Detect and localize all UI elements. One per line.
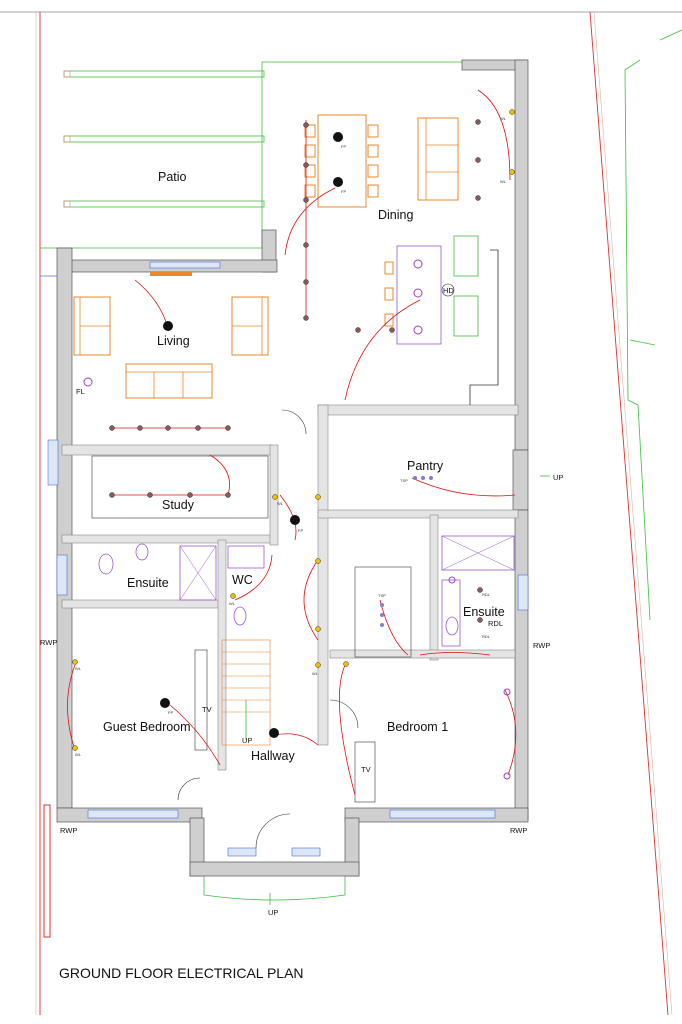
rdl-label-small-1: RDL bbox=[482, 592, 491, 597]
kitchen-island bbox=[384, 235, 499, 405]
dining-sofa bbox=[417, 117, 459, 201]
rwp-label-bottom-left: RWP bbox=[60, 826, 77, 835]
room-label-guest-bedroom: Guest Bedroom bbox=[103, 720, 191, 734]
room-label-hallway: Hallway bbox=[251, 749, 296, 763]
ensuite-left-fixtures bbox=[98, 543, 217, 601]
windows bbox=[47, 261, 529, 857]
staircase bbox=[221, 639, 271, 746]
bedroom1-tv-unit bbox=[354, 741, 376, 803]
fp-label-dining-1: FP bbox=[341, 144, 346, 149]
plan-title: GROUND FLOOR ELECTRICAL PLAN bbox=[59, 965, 304, 981]
bedroom1-wardrobe bbox=[354, 566, 412, 658]
doors bbox=[177, 409, 359, 849]
fl-label: FL bbox=[76, 387, 85, 396]
pantry-up-label: UP bbox=[553, 473, 563, 482]
wl-label-dining-2: WL bbox=[500, 179, 507, 184]
wc-fixtures bbox=[227, 545, 265, 626]
room-label-ensuite-left: Ensuite bbox=[127, 576, 169, 590]
light-points bbox=[109, 119, 483, 627]
fp-label-guest: FP bbox=[168, 710, 173, 715]
room-label-living: Living bbox=[157, 334, 190, 348]
fp-label-dining-2: FP bbox=[341, 189, 346, 194]
electrical-wiring bbox=[67, 89, 517, 796]
ensuite-right-fixtures bbox=[441, 535, 515, 647]
ceiling-fan-icons bbox=[160, 132, 343, 738]
hd-label: HD bbox=[443, 286, 454, 295]
rwp-label-left: RWP bbox=[40, 638, 57, 647]
rwp-label-right: RWP bbox=[533, 641, 550, 650]
site-boundary bbox=[35, 11, 673, 1016]
rwp-label-bottom-right: RWP bbox=[510, 826, 527, 835]
entry-up-label: UP bbox=[268, 908, 278, 917]
tv-label-guest: TV bbox=[202, 705, 212, 714]
rdl-label: RDL bbox=[488, 619, 503, 628]
wall-light-icons bbox=[72, 109, 515, 751]
tv-label-bedroom1: TV bbox=[361, 765, 371, 774]
room-label-dining: Dining bbox=[378, 208, 413, 222]
pendant-light-icons bbox=[83, 259, 511, 780]
tsp-label-bedroom: TSP bbox=[378, 593, 386, 598]
study-desk bbox=[91, 455, 269, 519]
wl-label-wc: WL bbox=[229, 601, 236, 606]
patio-benches bbox=[63, 70, 265, 208]
wl-label-guest-2: WL bbox=[75, 752, 82, 757]
guest-tv-unit bbox=[194, 649, 208, 751]
wl-label-hall-1: WL bbox=[277, 501, 284, 506]
room-label-study: Study bbox=[162, 498, 195, 512]
wl-label-guest-1: WL bbox=[75, 666, 82, 671]
room-label-pantry: Pantry bbox=[407, 459, 444, 473]
wl-label-dining-1: WL bbox=[500, 116, 507, 121]
landscape-lines bbox=[624, 29, 682, 621]
room-label-ensuite-right: Ensuite bbox=[463, 605, 505, 619]
room-label-patio: Patio bbox=[158, 170, 187, 184]
rdl-label-small-2: RDL bbox=[482, 634, 491, 639]
room-label-wc: WC bbox=[232, 573, 253, 587]
fp-label-hall: FP bbox=[298, 528, 303, 533]
room-label-bedroom1: Bedroom 1 bbox=[387, 720, 448, 734]
tsp-label-pantry: TSP bbox=[400, 478, 408, 483]
wl-label-hall-2: WL bbox=[312, 671, 319, 676]
dining-table bbox=[304, 114, 379, 208]
stair-up-label: UP bbox=[242, 736, 252, 745]
living-furniture bbox=[73, 272, 269, 399]
